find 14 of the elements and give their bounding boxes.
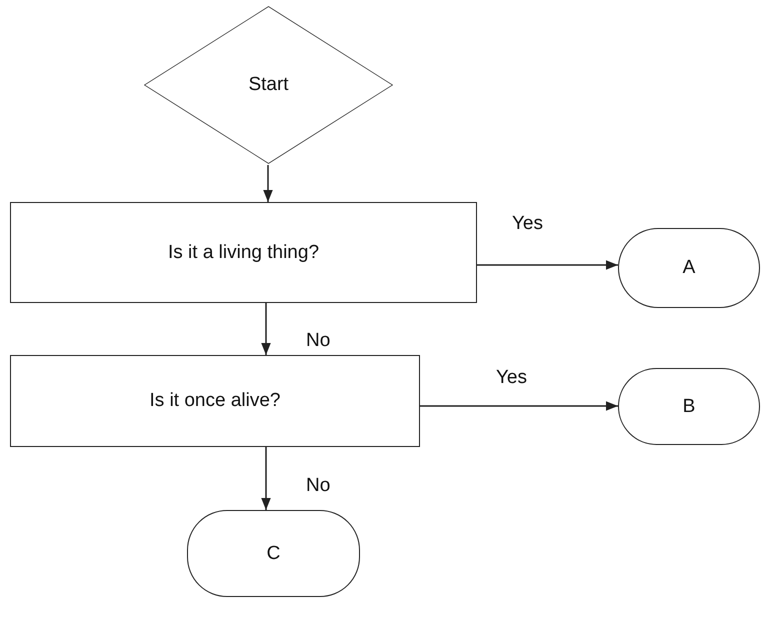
decision-box bbox=[10, 355, 420, 447]
node-label: Start bbox=[248, 74, 289, 96]
arrow bbox=[477, 260, 618, 270]
decision-box bbox=[10, 202, 477, 303]
node-label: C bbox=[266, 542, 280, 564]
start-diamond bbox=[142, 5, 395, 165]
node-label: B bbox=[682, 396, 696, 418]
node-label: A bbox=[682, 257, 696, 279]
arrow bbox=[261, 303, 271, 355]
arrow bbox=[420, 401, 618, 411]
node-label: Is it a living thing? bbox=[168, 242, 320, 264]
arrow bbox=[261, 447, 271, 510]
node-label: Is it once alive? bbox=[150, 390, 280, 412]
arrow bbox=[263, 165, 273, 202]
